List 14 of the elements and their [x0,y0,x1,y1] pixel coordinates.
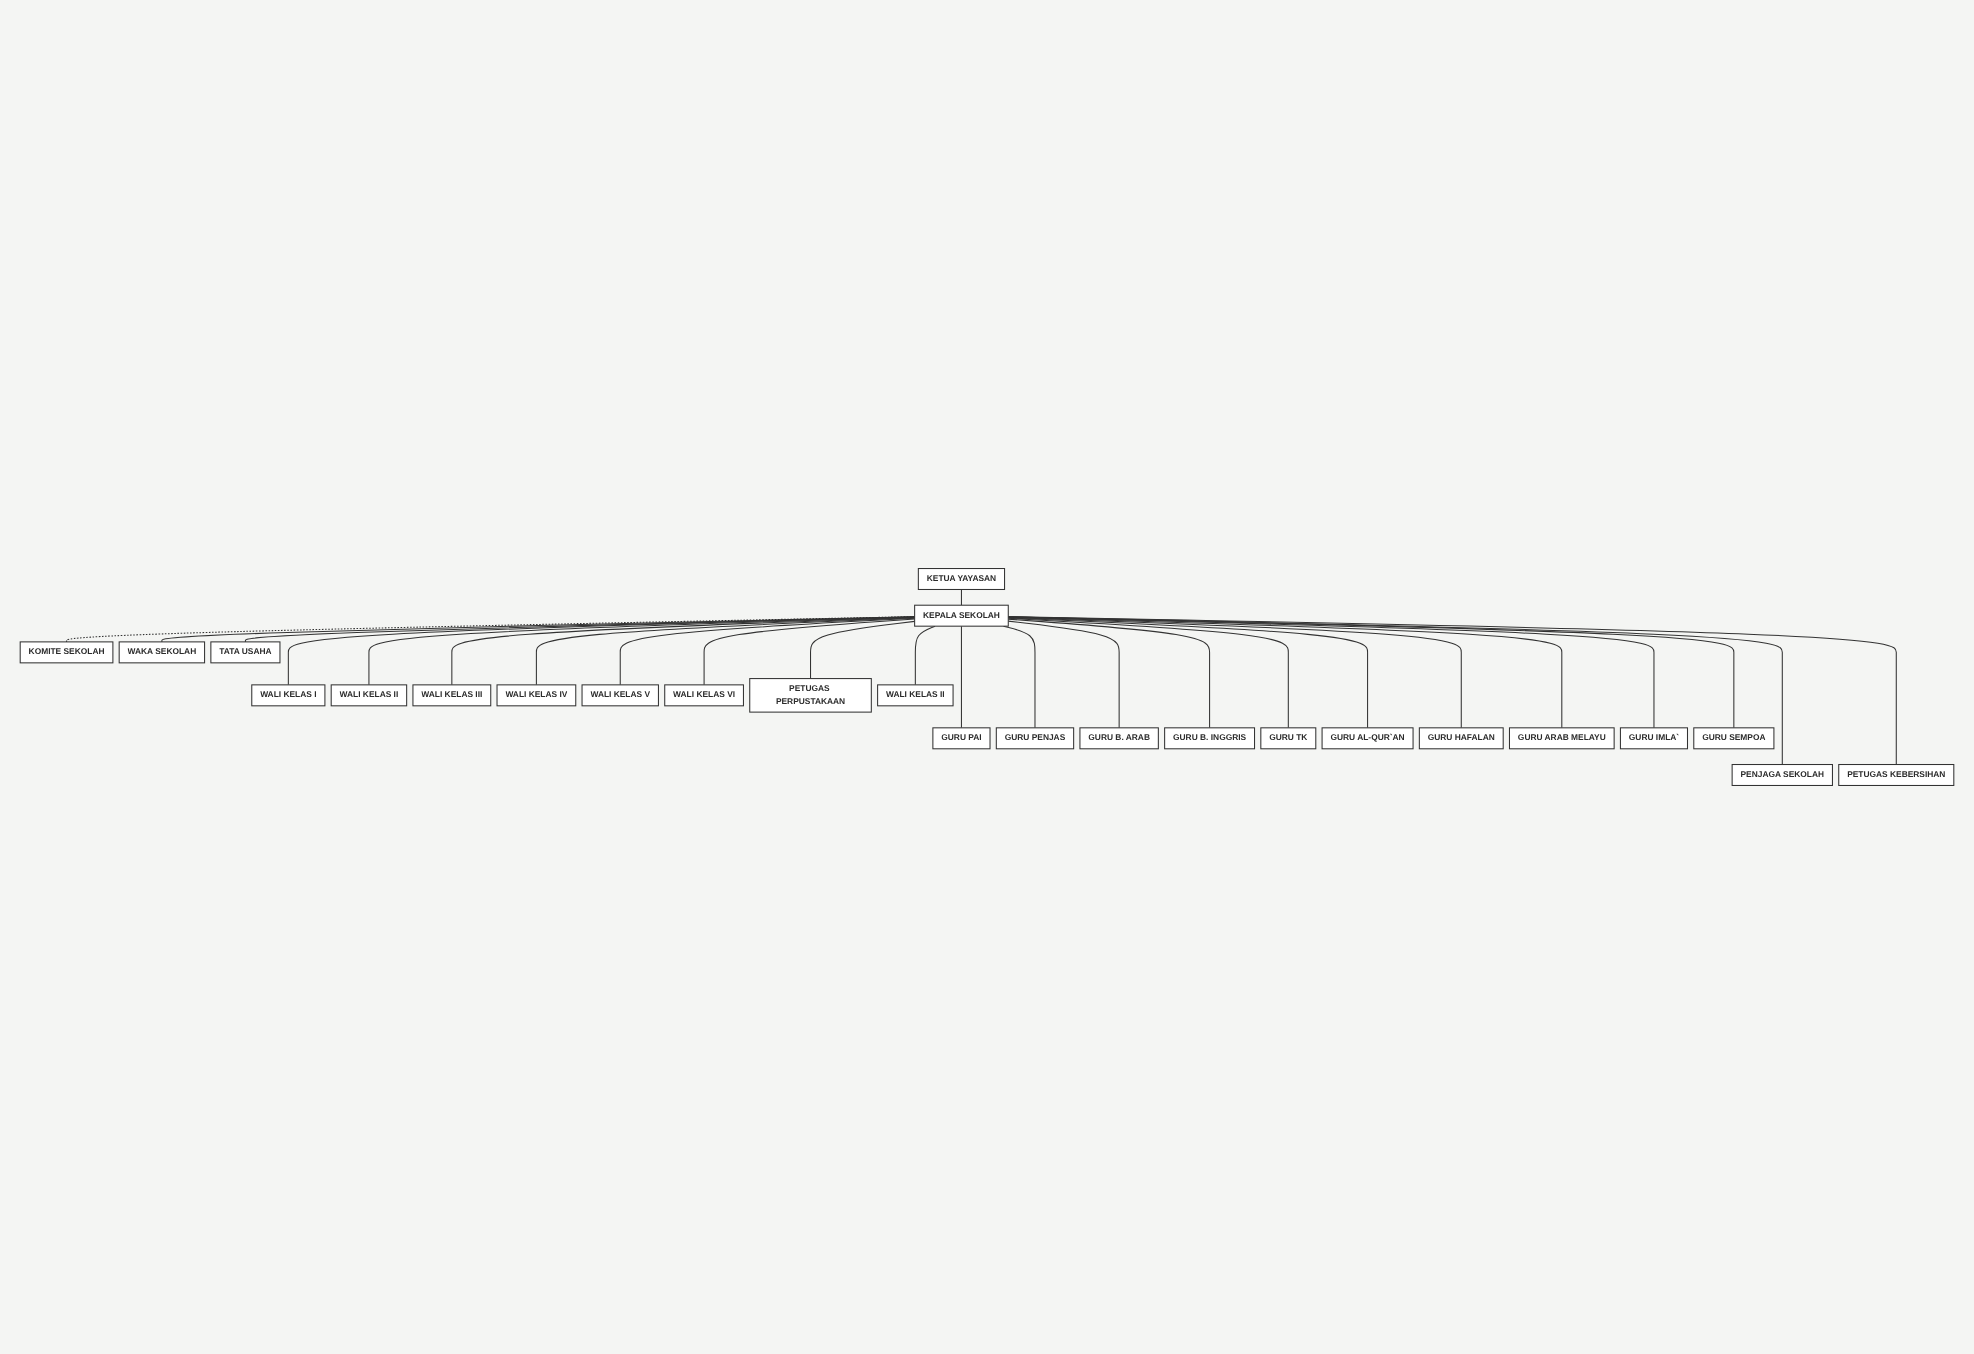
connector [451,616,916,686]
connector [1002,625,1036,729]
connector [703,618,916,686]
connector [1007,618,1211,729]
connector [1007,616,1462,729]
connector [960,625,962,729]
connector [1007,617,1289,729]
connector [1007,620,1120,729]
connector [914,625,936,686]
connector [960,588,962,606]
connector [810,620,916,680]
connector [535,617,916,686]
connector [619,617,916,686]
connector [1007,617,1369,729]
